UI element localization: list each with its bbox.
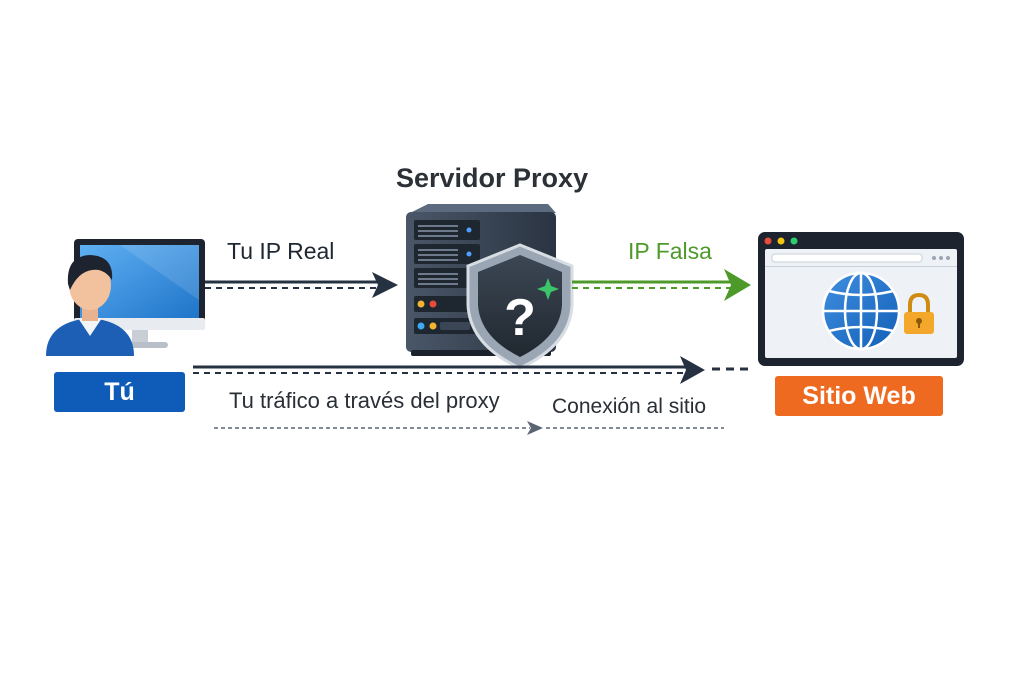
traffic-arrow <box>193 356 752 384</box>
shield-question-mark: ? <box>504 289 536 347</box>
fake-ip-label: IP Falsa <box>628 238 712 264</box>
real-ip-label: Tu IP Real <box>227 238 335 264</box>
traffic-label: Tu tráfico a través del proxy <box>229 388 500 413</box>
user-avatar-icon <box>46 255 134 356</box>
website-badge: Sitio Web <box>775 376 943 416</box>
padlock-icon <box>904 292 934 334</box>
real-ip-arrow <box>205 272 398 298</box>
website-badge-label: Sitio Web <box>802 381 916 410</box>
security-shield-icon: ? <box>466 243 574 370</box>
user-badge: Tú <box>54 372 185 412</box>
fake-ip-arrow <box>572 269 751 301</box>
globe-icon <box>821 271 901 351</box>
connection-label: Conexión al sitio <box>552 395 707 418</box>
user-badge-label: Tú <box>104 377 135 406</box>
diagram-title: Servidor Proxy <box>396 163 589 193</box>
connection-arrow <box>214 421 724 435</box>
